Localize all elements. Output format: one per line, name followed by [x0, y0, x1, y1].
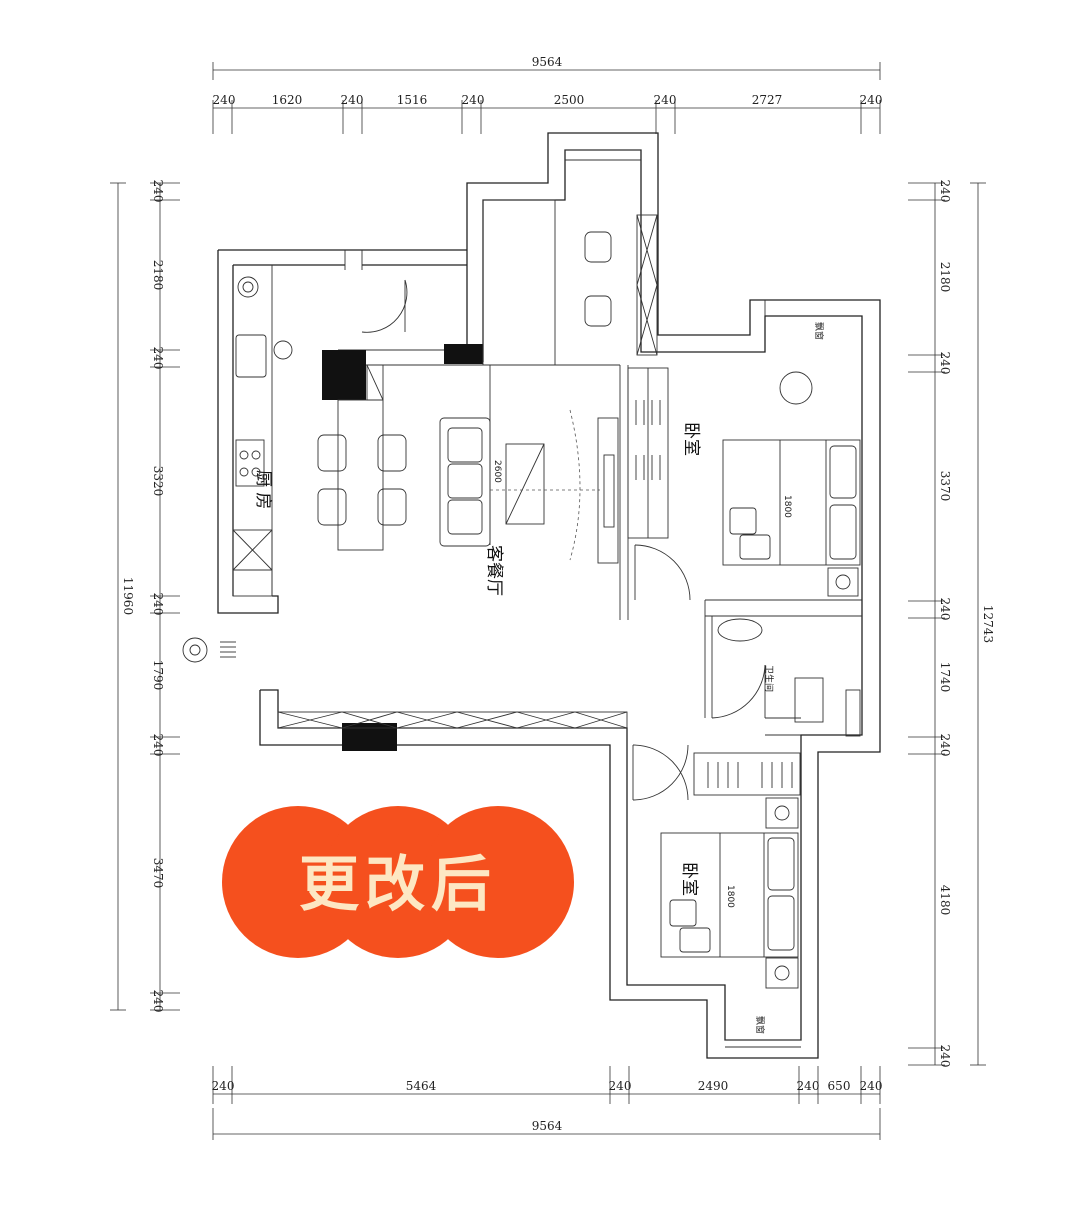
sofa-size-label: 2600	[492, 460, 502, 483]
left-dim-1: 240	[151, 180, 165, 203]
bathroom-label: 卫生间	[763, 665, 775, 692]
right-dim-8: 4180	[938, 885, 952, 916]
top-dim-3: 240	[341, 93, 364, 107]
bottom-dim-3: 240	[609, 1079, 632, 1093]
top-dim-1: 240	[213, 93, 236, 107]
second-bedroom-label: 卧室	[679, 862, 699, 896]
top-dim-7: 240	[654, 93, 677, 107]
bottom-total-dim: 9564	[532, 1119, 563, 1133]
right-dim-4: 3370	[938, 471, 952, 502]
bottom-dim-6: 650	[828, 1079, 851, 1093]
left-dim-4: 3320	[151, 466, 165, 497]
left-dim-2: 2180	[151, 260, 165, 291]
living-furniture: 2600	[439, 409, 619, 564]
left-dimensions: 11960 240 2180 240 3320 240 1790 240 347…	[110, 180, 180, 1013]
top-dim-8: 2727	[752, 93, 783, 107]
bathroom-fixtures	[711, 618, 861, 737]
top-dimensions: 9564 240 1620 240 1516 240 2500 240 2727…	[213, 55, 883, 134]
bottom-dim-7: 240	[860, 1079, 883, 1093]
window-strip	[277, 711, 628, 729]
kitchen-fixtures	[232, 276, 293, 597]
right-dim-7: 240	[938, 734, 952, 757]
right-dim-9: 240	[938, 1045, 952, 1068]
after-change-badge: 更改后	[222, 806, 574, 958]
second-bed-size: 1800	[725, 885, 735, 908]
left-total-dim: 11960	[121, 577, 135, 615]
upper-furniture	[482, 199, 658, 366]
main-wardrobe	[627, 367, 669, 539]
right-dim-3: 240	[938, 352, 952, 375]
right-dim-6: 1740	[938, 662, 952, 693]
room-labels: 厨 房 客餐厅 卧室 卧室 卫生间 飘窗 飘窗	[253, 322, 825, 1034]
right-dim-1: 240	[938, 180, 952, 203]
right-dimensions: 12743 240 2180 240 3370 240 1740 240 418…	[908, 180, 995, 1068]
bottom-dim-2: 5464	[406, 1079, 437, 1093]
top-total-dim: 9564	[532, 55, 563, 69]
top-dim-4: 1516	[397, 93, 428, 107]
top-dim-6: 2500	[554, 93, 585, 107]
left-dim-7: 240	[151, 734, 165, 757]
bottom-dim-5: 240	[797, 1079, 820, 1093]
bay-window-bottom-label: 飘窗	[754, 1016, 766, 1034]
living-dining-label: 客餐厅	[484, 545, 504, 596]
right-dim-5: 240	[938, 598, 952, 621]
bay-window-top-label: 飘窗	[813, 322, 825, 340]
doors	[361, 279, 691, 801]
bottom-dim-4: 2490	[698, 1079, 729, 1093]
left-dim-3: 240	[151, 347, 165, 370]
left-dim-8: 3470	[151, 858, 165, 889]
entrance-icon	[182, 637, 236, 663]
main-bed-size: 1800	[782, 495, 792, 518]
left-dim-5: 240	[151, 593, 165, 616]
dining-table	[317, 364, 407, 551]
right-dim-2: 2180	[938, 262, 952, 293]
bottom-dim-1: 240	[212, 1079, 235, 1093]
top-dim-5: 240	[462, 93, 485, 107]
left-dim-6: 1790	[151, 660, 165, 691]
left-dim-9: 240	[151, 990, 165, 1013]
main-bed: 1800	[722, 371, 861, 597]
badge-label: 更改后	[299, 850, 497, 920]
bottom-dimensions: 240 5464 240 2490 240 650 240 9564	[212, 1066, 883, 1140]
solid-wall-blocks	[322, 344, 483, 751]
top-dim-9: 240	[860, 93, 883, 107]
second-bedroom-furniture: 1800	[660, 752, 801, 989]
main-bedroom-label: 卧室	[681, 422, 701, 456]
right-total-dim: 12743	[981, 605, 995, 643]
kitchen-label: 厨 房	[253, 470, 273, 509]
top-dim-2: 1620	[272, 93, 303, 107]
